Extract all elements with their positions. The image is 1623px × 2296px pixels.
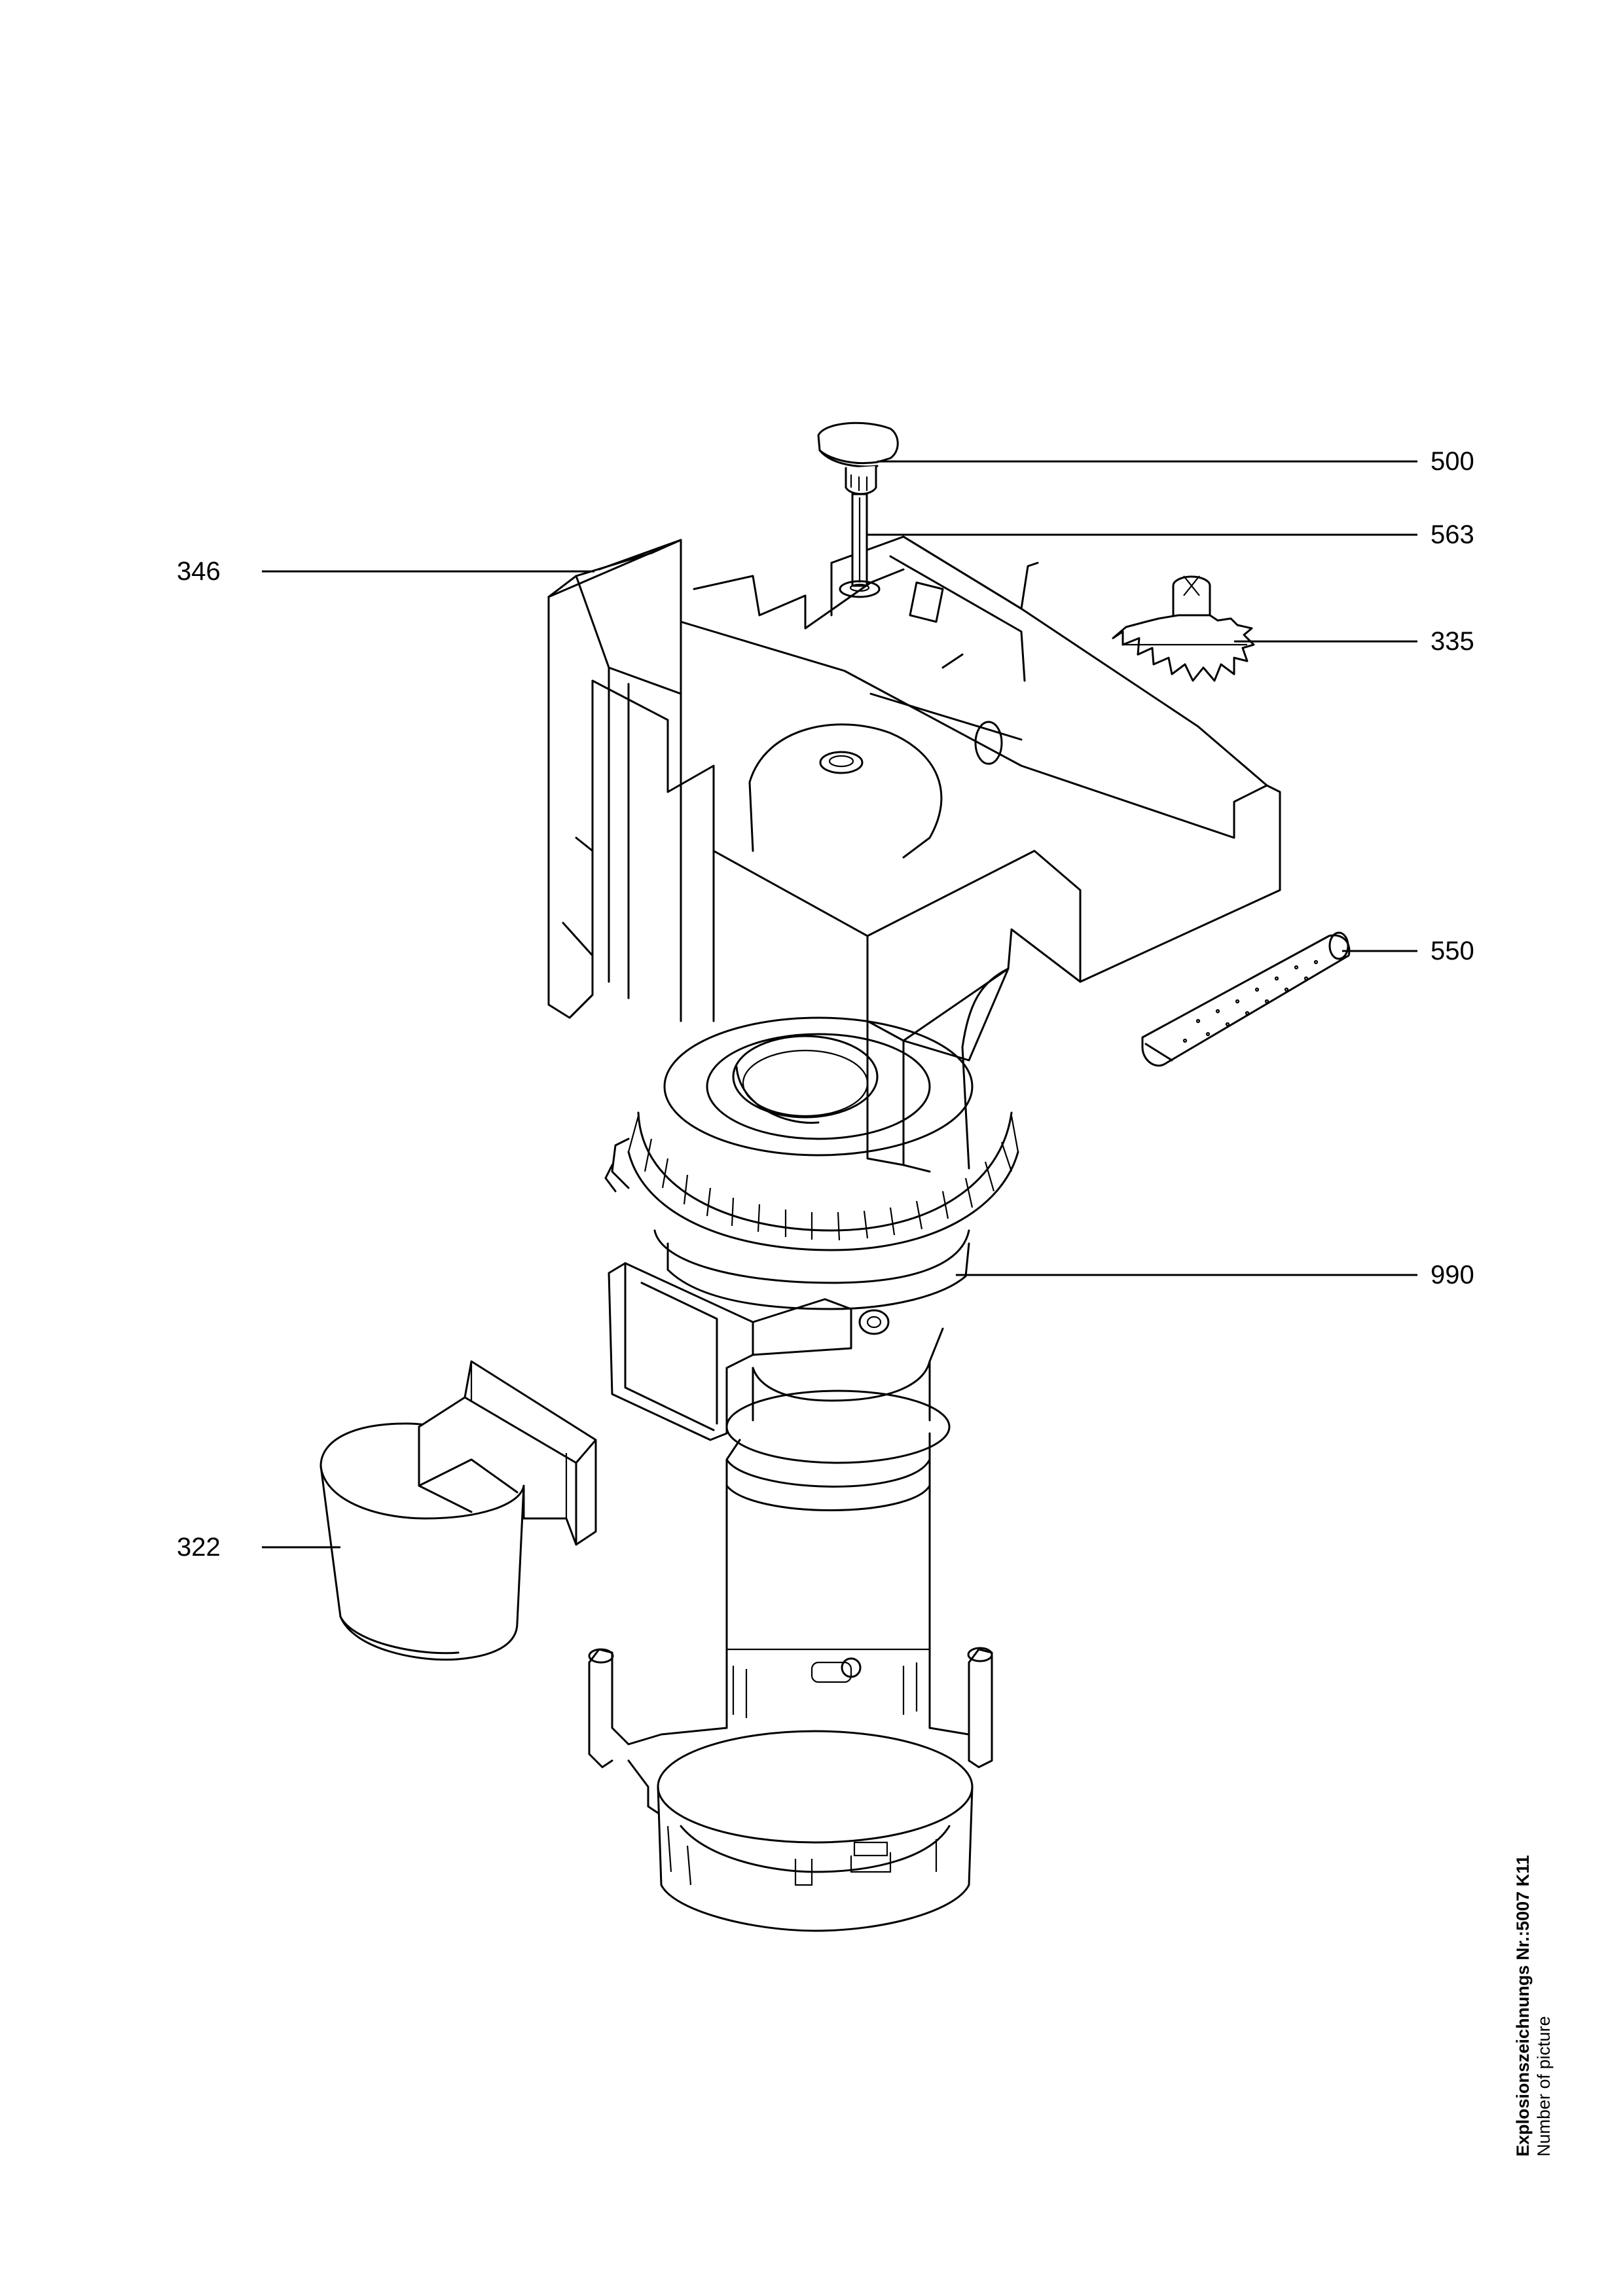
part-563-spindle-icon (839, 493, 881, 598)
leader-lines (262, 460, 1417, 1549)
part-500-knob-icon (817, 422, 899, 495)
part-322-container-cup-icon (319, 1360, 597, 1661)
callout-label-500: 500 (1431, 447, 1474, 476)
callout-label-550: 550 (1431, 937, 1474, 965)
callout-label-335: 335 (1431, 627, 1474, 656)
part-990-grinder-motor-icon (588, 1016, 1019, 1932)
callout-label-990: 990 (1431, 1261, 1474, 1289)
caption-subtitle: Number of picture (1534, 2016, 1554, 2157)
part-550-brush-roller-icon (1141, 931, 1351, 1067)
drawing-caption: Explosionszeichnungs Nr.:5007 K11 Number… (1512, 1816, 1584, 2157)
callout-label-346: 346 (177, 557, 221, 586)
callout-label-563: 563 (1431, 520, 1474, 549)
caption-title: Explosionszeichnungs Nr.:5007 K11 (1513, 1855, 1533, 2157)
part-335-gear-icon (1112, 575, 1255, 682)
callout-label-322: 322 (177, 1533, 221, 1562)
